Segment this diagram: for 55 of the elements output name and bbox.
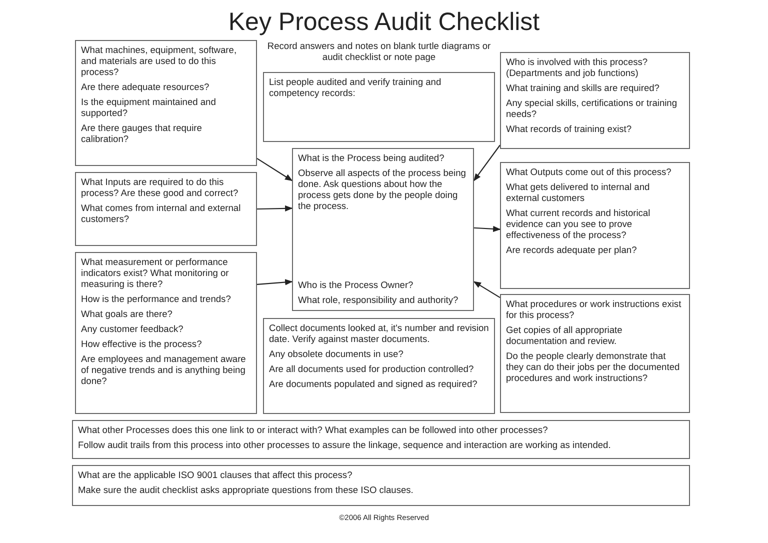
question-text: What role, responsibility and authority? (298, 295, 460, 306)
question-text: Any special skills, certifications or training needs? (506, 98, 678, 120)
question-text: Are there adequate resources? (81, 82, 210, 93)
title: Key Process Audit Checklist (227, 8, 541, 37)
question-text: Any obsolete documents in use? (269, 349, 404, 360)
question-text: What training and skills are required? (506, 83, 660, 94)
question-text: What goals are there? (81, 309, 174, 320)
question-box (500, 294, 690, 413)
question-text: How effective is the process? (81, 339, 203, 350)
question-text: What gets delivered to internal and external customers (506, 182, 651, 204)
question-box (72, 465, 690, 506)
question-text: What current records and historical evidence can you see to prove effectiveness of the process? (506, 208, 652, 241)
question-text: Who is the Process Owner? (298, 280, 414, 291)
question-box (500, 52, 690, 149)
question-text: Any customer feedback? (81, 324, 184, 335)
question-text: What Inputs are required to do this process? Are these good and correct? (81, 177, 240, 199)
question-text: Collect documents looked at, it's number and revision date. Verify against master documents. (269, 323, 489, 345)
question-box (500, 162, 690, 289)
question-text: What comes from internal and external customers? (81, 203, 242, 225)
question-text: What machines, equipment, software, and materials are used to do this process? (81, 45, 238, 78)
question-text: Follow audit trails from this process into other processes to assure the linkage, sequence and interaction are working as intended. (78, 440, 612, 451)
arrow (473, 281, 500, 298)
question-text: Are documents populated and signed as required? (269, 379, 478, 390)
arrow (256, 158, 293, 182)
question-text: Do the people clearly demonstrate that they can do their jobs per the documented procedures and work instructions? (506, 351, 681, 384)
question-text: Get copies of all appropriate documentation and review. (506, 325, 624, 347)
question-text: Are all documents used for production controlled? (269, 364, 475, 375)
question-text: Observe all aspects of the process being done. Ask questions about how the process gets done by the people doing the process. (298, 168, 467, 212)
question-box (263, 318, 495, 414)
question-box (72, 420, 690, 459)
arrow (256, 279, 293, 286)
question-box (75, 40, 257, 166)
question-text: Who is involved with this process? (Departments and job functions) (506, 57, 649, 79)
question-box (263, 72, 495, 142)
question-text: What are the applicable ISO 9001 clauses that affect this process? (78, 470, 354, 481)
question-text: Make sure the audit checklist asks appropriate questions from these ISO clauses. (78, 485, 414, 496)
question-text: What Outputs come out of this process? (506, 167, 672, 178)
arrow (474, 226, 501, 232)
question-box (75, 172, 257, 246)
arrow (474, 144, 500, 182)
question-text: Is the equipment maintained and supported? (81, 97, 217, 119)
question-text: What procedures or work instructions exist for this process? (506, 299, 682, 321)
arrow (256, 205, 293, 212)
question-text: What is the Process being audited? (298, 153, 446, 164)
question-text: List people audited and verify training and competency records: (269, 77, 442, 99)
question-text: Are records adequate per plan? (506, 245, 638, 256)
question-text: What other Processes does this one link to or interact with? What examples can be followed into other processes? (78, 425, 549, 436)
question-box (75, 252, 257, 414)
question-text: How is the performance and trends? (81, 294, 232, 305)
question-text: What records of training exist? (506, 124, 633, 135)
question-text: Are employees and management aware of negative trends and is anything being done? (81, 354, 247, 387)
instruction-note: Record answers and notes on blank turtle diagrams or audit checklist or note page (266, 41, 492, 63)
question-box (292, 148, 474, 311)
question-text: Are there gauges that require calibration? (81, 123, 203, 145)
question-text: What measurement or performance indicators exist? What monitoring or measuring is there? (81, 257, 230, 290)
